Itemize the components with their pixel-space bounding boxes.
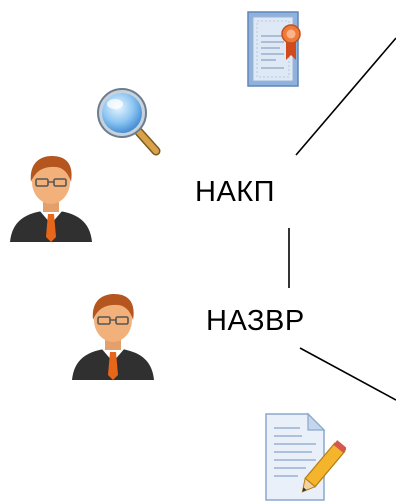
node-label-upper: НАКП bbox=[195, 176, 276, 208]
certificate-icon bbox=[246, 10, 304, 90]
document-edit-icon bbox=[262, 412, 346, 502]
connector-bottom-right bbox=[299, 347, 396, 401]
magnifier-icon bbox=[94, 85, 164, 157]
node-label-lower: НАЗВР bbox=[206, 305, 305, 337]
person-icon-lower bbox=[68, 290, 158, 380]
person-icon-upper bbox=[6, 152, 96, 242]
connector-top-right bbox=[295, 37, 396, 156]
